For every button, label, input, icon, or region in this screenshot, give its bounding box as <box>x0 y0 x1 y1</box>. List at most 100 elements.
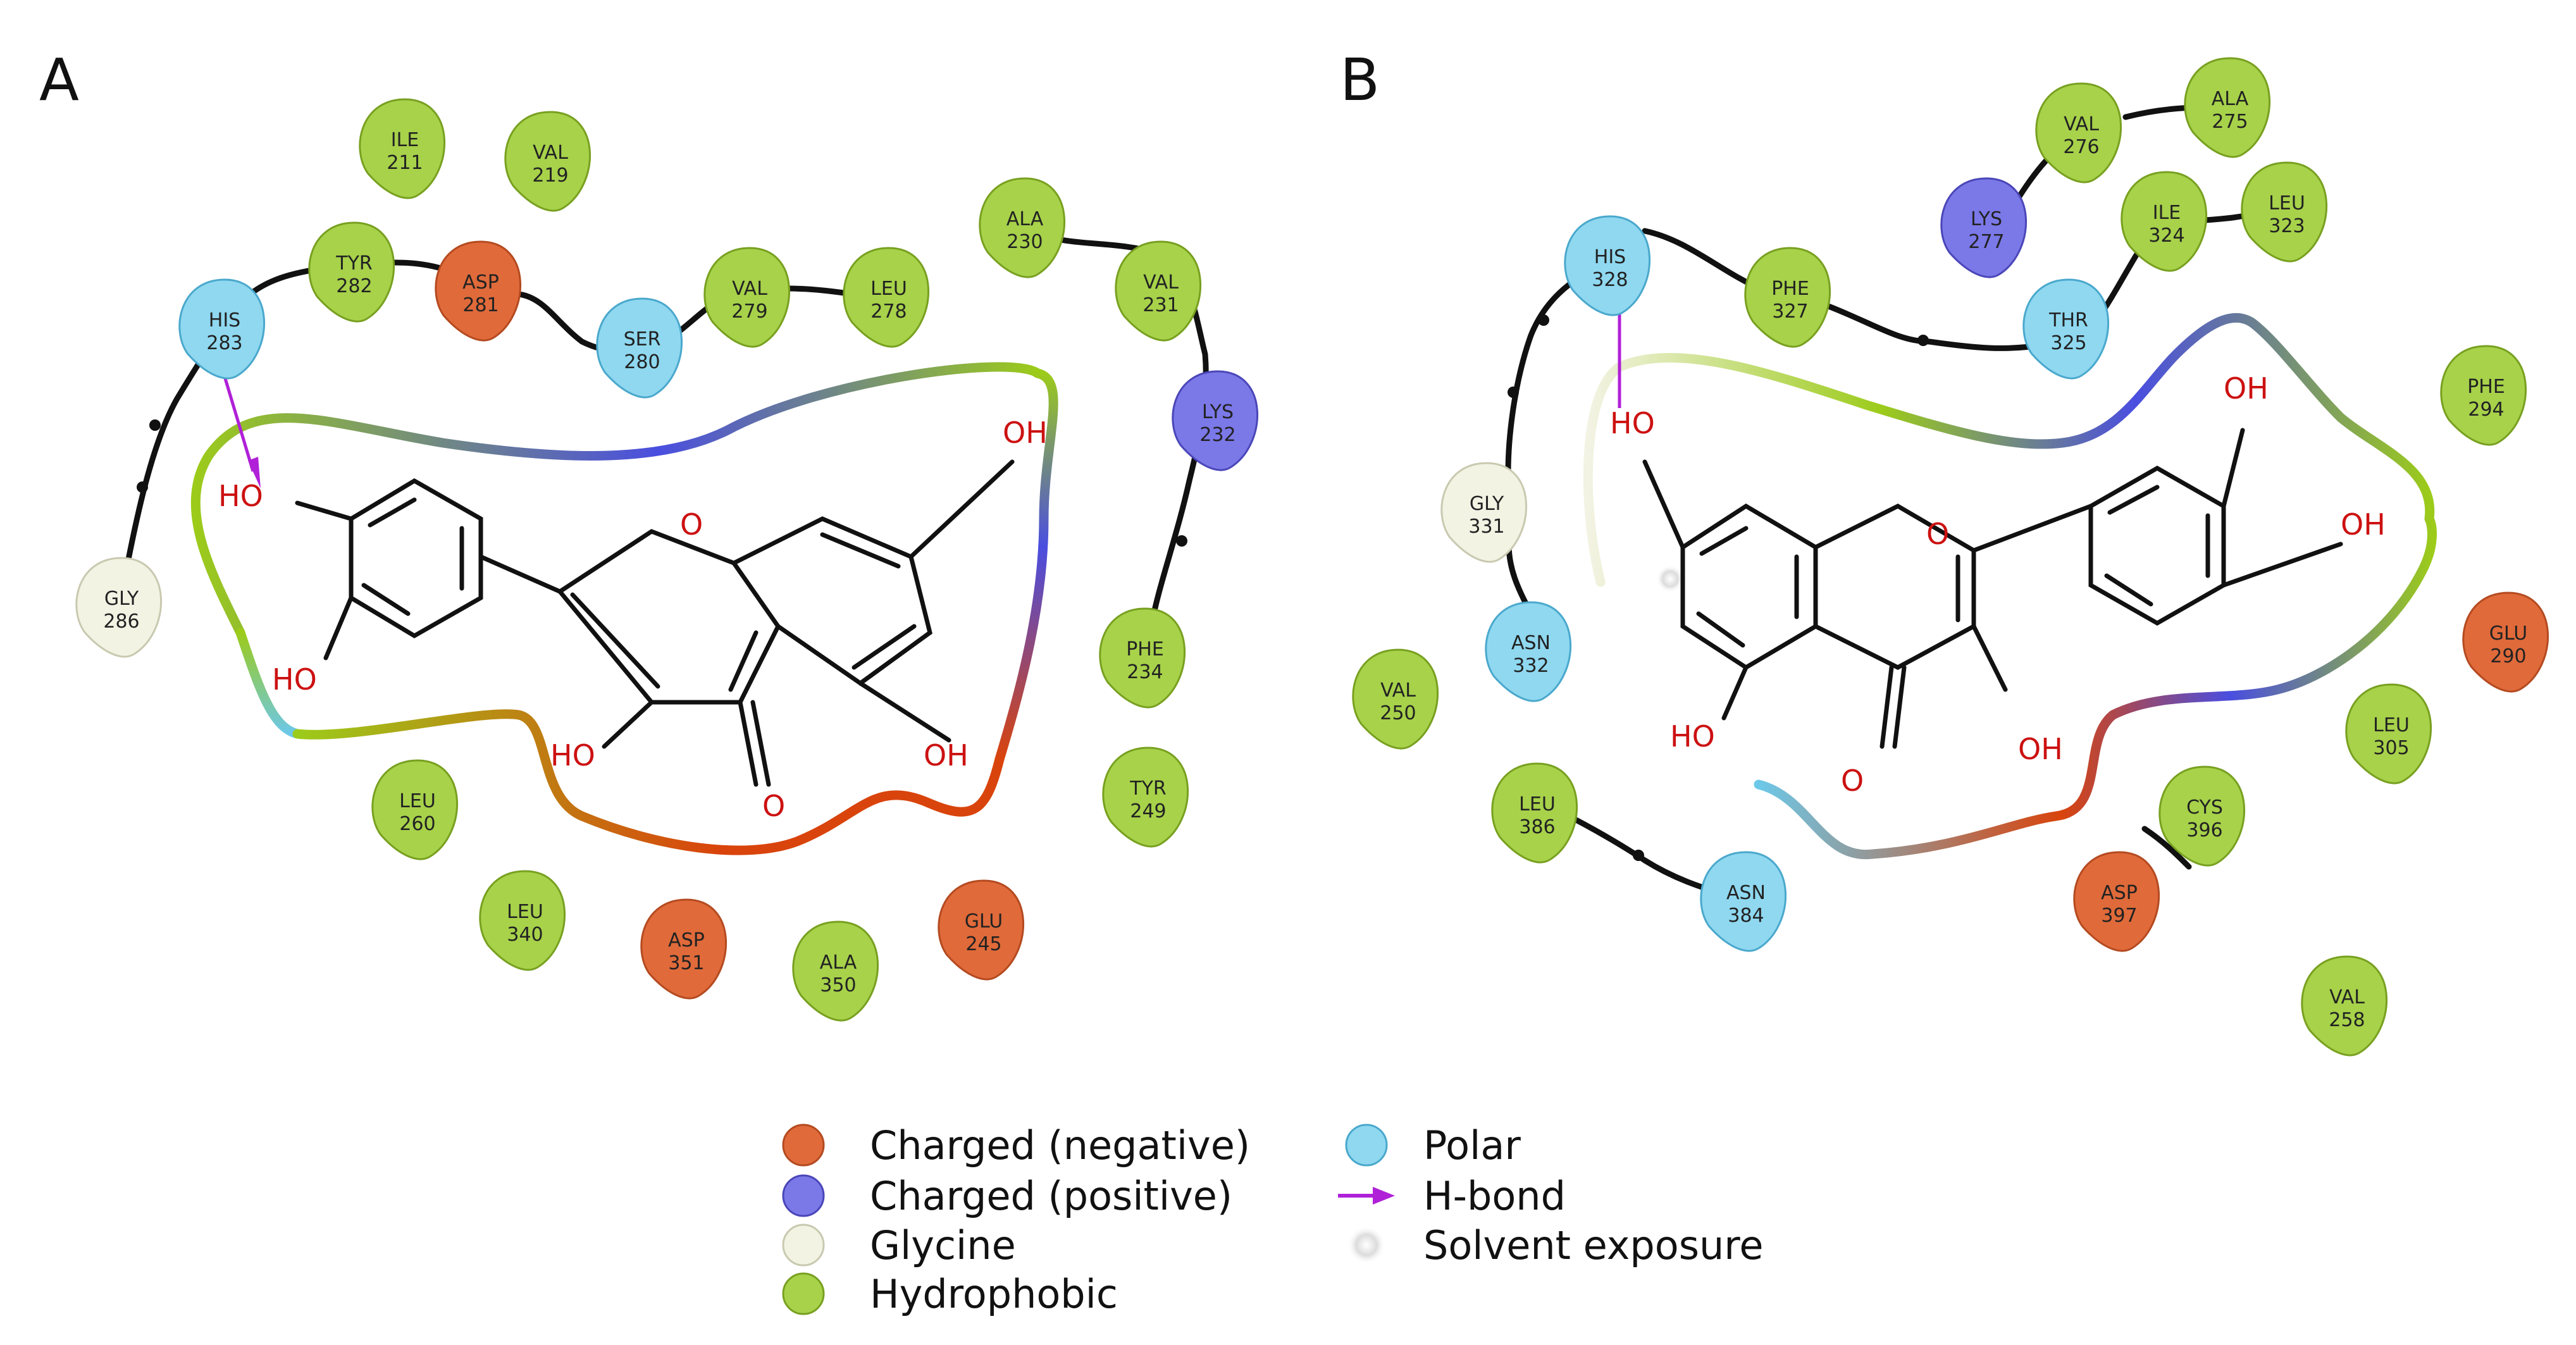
residue-name: PHE <box>1126 638 1164 660</box>
legend-label: Glycine <box>870 1222 1016 1268</box>
residue-name: VAL <box>2064 113 2099 135</box>
residue-number: 351 <box>668 952 704 974</box>
residue-number: 386 <box>1519 816 1555 838</box>
residue-marker <box>596 297 683 399</box>
residue-name: VAL <box>2329 986 2365 1008</box>
residue-marker <box>2440 345 2527 446</box>
legend-item-negative: Charged (negative) <box>782 1122 1250 1168</box>
residue-marker <box>504 111 591 212</box>
residue-number: 328 <box>1592 269 1628 291</box>
residue-marker <box>1172 370 1259 471</box>
residue-name: HIS <box>1594 246 1626 268</box>
residue-number: 282 <box>336 275 372 297</box>
residue-number: 281 <box>462 294 498 316</box>
h-bond-arrow-icon <box>1338 1187 1395 1205</box>
residue-marker <box>1440 462 1528 563</box>
residue-marker <box>1352 648 1439 750</box>
residue-marker <box>2301 955 2388 1057</box>
residue-name: PHE <box>2467 376 2505 398</box>
residue-name: VAL <box>1380 679 1416 702</box>
solvent-exposure-marker <box>1656 565 1684 593</box>
residue-name: ALA <box>820 951 857 974</box>
atom-label: HO <box>218 479 263 513</box>
atom-label: HO <box>1670 719 1715 753</box>
legend-item-hbond: H-bond <box>1338 1173 1566 1219</box>
residue-marker <box>435 240 522 342</box>
residue-number: 234 <box>1127 661 1163 683</box>
residue-marker <box>1099 607 1186 709</box>
residue-marker <box>75 557 163 658</box>
residue-number: 230 <box>1006 231 1043 253</box>
residue-number: 350 <box>820 974 856 996</box>
residue-marker <box>1491 762 1578 864</box>
residue-number: 332 <box>1513 655 1549 677</box>
residue-number: 250 <box>1380 702 1416 724</box>
legend-item-positive: Charged (positive) <box>782 1173 1232 1219</box>
atom-label: O <box>1926 517 1949 551</box>
residue-number: 279 <box>731 301 767 323</box>
residue-number: 327 <box>1772 301 1808 323</box>
residue-marker <box>938 879 1025 981</box>
residue-marker <box>1485 601 1572 702</box>
legend-label: Hydrophobic <box>870 1271 1118 1317</box>
residue-name: VAL <box>1143 271 1179 294</box>
h-bond-arrow-a <box>221 369 261 488</box>
legend-item-polar: Polar <box>1345 1122 1521 1168</box>
residue-name: LEU <box>870 278 907 300</box>
residue-number: 232 <box>1199 424 1235 446</box>
residue-number: 245 <box>965 933 1001 955</box>
residue-number: 283 <box>206 332 242 354</box>
residue-number: 331 <box>1468 516 1504 538</box>
atom-label: OH <box>1003 416 1048 450</box>
residue-number: 211 <box>387 152 423 174</box>
residue-marker <box>640 898 728 1000</box>
residue-number: 323 <box>2269 215 2305 237</box>
residue-name: THR <box>2048 309 2088 332</box>
ligand-structure-a: HO HO O OH HO O OH <box>218 416 1048 823</box>
residue-name: ASP <box>462 271 499 294</box>
residue-marker <box>1700 851 1787 952</box>
atom-label: OH <box>2018 732 2063 766</box>
residue-marker <box>2462 592 2549 693</box>
residue-name: VAL <box>533 142 568 164</box>
atom-label: O <box>762 789 785 823</box>
legend-label: Solvent exposure <box>1423 1222 1764 1268</box>
residue-marker <box>2022 278 2110 380</box>
legend-swatch-icon <box>782 1272 825 1315</box>
legend-label: Charged (positive) <box>870 1173 1232 1219</box>
residue-name: LYS <box>1971 208 2002 230</box>
residue-name: LEU <box>2269 192 2305 214</box>
atom-label: HO <box>1610 406 1655 440</box>
residue-number: 324 <box>2148 225 2184 247</box>
residue-name: ALA <box>1006 208 1044 230</box>
residue-name: PHE <box>1771 278 1809 300</box>
residue-name: ILE <box>391 129 419 151</box>
atom-label: O <box>1841 764 1864 798</box>
binding-pocket-outline-a <box>190 362 1058 855</box>
residue-marker <box>1940 177 2028 278</box>
residue-number: 249 <box>1130 800 1166 822</box>
residue-number: 276 <box>2063 136 2099 158</box>
residue-name: ASN <box>1726 882 1766 904</box>
panel-label-b: B <box>1340 46 1380 114</box>
residue-number: 258 <box>2329 1009 2365 1031</box>
residue-name: LYS <box>1202 401 1234 423</box>
residue-name: LEU <box>507 901 543 923</box>
